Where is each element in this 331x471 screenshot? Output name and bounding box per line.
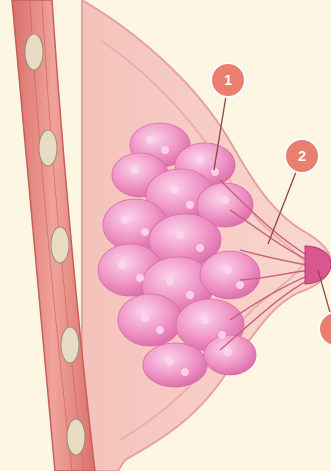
marker-2-label: 2	[298, 148, 306, 165]
marker-2[interactable]: 2	[285, 139, 319, 173]
marker-1-label: 1	[224, 72, 232, 89]
marker-1[interactable]: 1	[211, 63, 245, 97]
